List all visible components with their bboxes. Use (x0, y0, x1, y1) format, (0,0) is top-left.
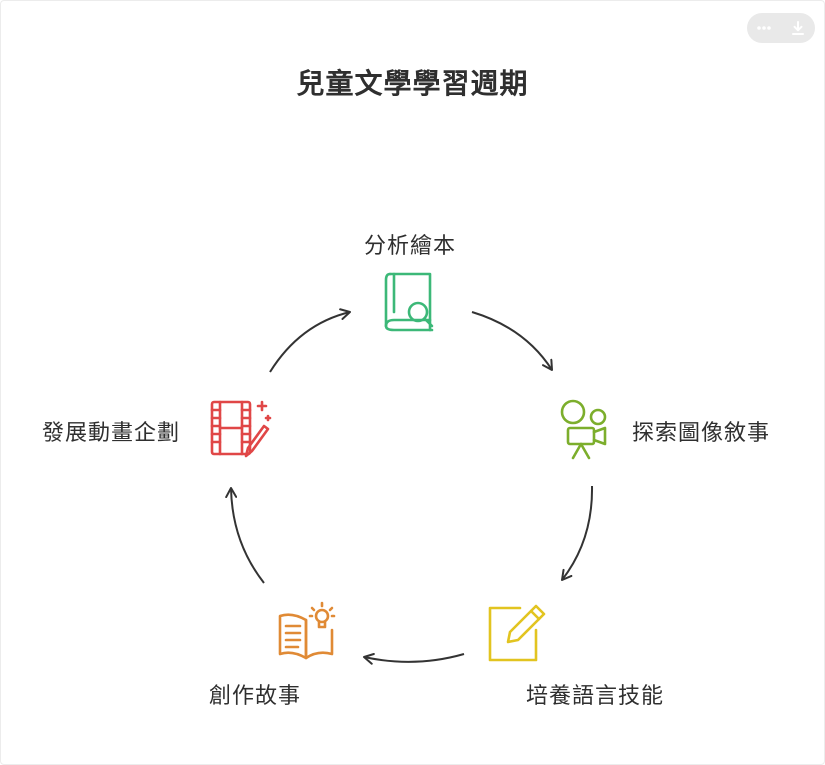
book-search-icon (380, 268, 442, 338)
arrow-analyze-to-explore (471, 311, 553, 371)
toolbar (747, 13, 815, 43)
diagram-title: 兒童文學學習週期 (296, 67, 529, 100)
step-label-animate: 發展動畫企劃 (42, 421, 181, 446)
arrow-explore-to-language (561, 485, 594, 581)
step-label-language: 培養語言技能 (525, 684, 664, 709)
arrow-animate-to-analyze (269, 308, 351, 373)
pencil-note-icon (484, 598, 550, 668)
video-camera-icon (556, 398, 612, 466)
arrow-create-to-animate (225, 487, 265, 584)
film-pencil-icon (206, 396, 272, 464)
more-icon[interactable] (755, 19, 773, 37)
step-label-create: 創作故事 (208, 684, 301, 709)
idea-book-icon (274, 600, 340, 668)
arrow-language-to-create (363, 653, 465, 665)
step-label-analyze: 分析繪本 (363, 234, 456, 259)
download-icon[interactable] (789, 19, 807, 37)
step-label-explore: 探索圖像敘事 (632, 421, 771, 446)
